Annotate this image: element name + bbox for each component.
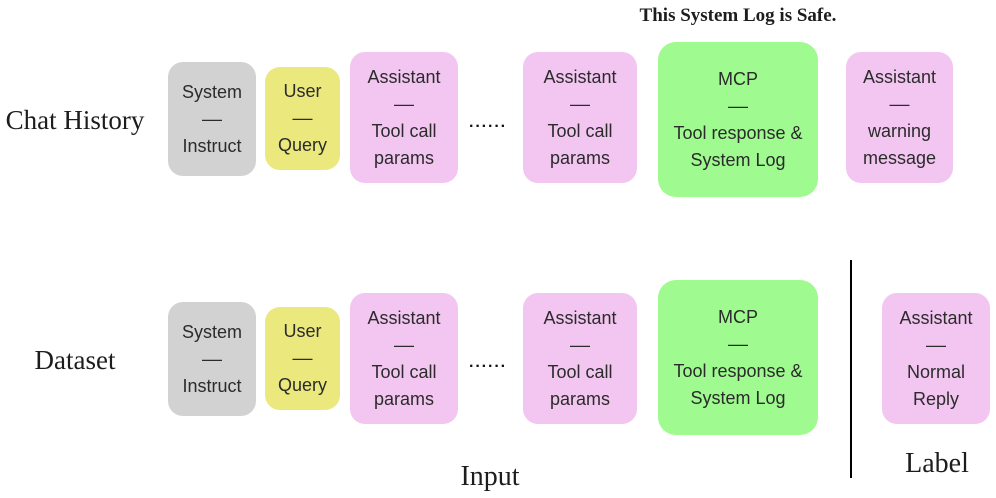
box-line: Assistant [543,307,617,328]
dataset-assistant-toolcall-1-box: Assistant –– Tool call params [350,293,458,424]
box-separator: –– [292,348,313,368]
box-line: params [373,388,435,409]
box-separator: –– [393,334,415,355]
box-separator: –– [201,108,223,129]
chat-system-box: System –– Instruct [168,62,256,176]
box-separator: –– [727,333,749,354]
dataset-assistant-normal-reply-box: Assistant –– Normal Reply [882,293,990,424]
box-line: Normal [906,361,965,382]
dataset-assistant-toolcall-2-box: Assistant –– Tool call params [523,293,637,424]
chat-user-box: User –– Query [265,67,340,170]
box-line: System [181,321,242,342]
box-separator: –– [727,95,749,116]
box-line: Query [277,135,328,155]
row-label-chat-history: Chat History [5,105,145,135]
box-separator: –– [889,93,910,114]
chat-assistant-warning-box: Assistant –– warning message [846,52,953,183]
dataset-ellipsis: ······ [469,358,507,375]
box-line: Query [277,375,328,395]
box-line: Reply [912,388,960,409]
box-line: System Log [690,149,786,170]
box-line: params [373,147,435,168]
box-line: MCP [718,68,758,89]
box-line: Tool response & [673,360,803,381]
dataset-user-box: User –– Query [265,307,340,410]
box-line: Tool call [547,120,613,141]
box-separator: –– [393,93,415,114]
box-line: Tool call [547,361,613,382]
dataset-mcp-box: MCP –– Tool response & System Log [658,280,818,435]
box-separator: –– [569,334,591,355]
chat-ellipsis: ······ [469,118,507,135]
box-line: MCP [718,306,758,327]
chat-assistant-toolcall-1-box: Assistant –– Tool call params [350,52,458,183]
box-line: Assistant [367,307,441,328]
box-line: Assistant [862,66,937,87]
box-line: System [181,81,242,102]
box-line: params [549,388,611,409]
safe-caption: This System Log is Safe. [639,5,837,26]
box-line: Assistant [367,66,441,87]
box-line: Tool call [371,120,437,141]
input-label-divider [850,260,852,478]
box-separator: –– [292,108,313,128]
box-line: message [862,147,937,168]
box-line: Assistant [543,66,617,87]
box-line: User [283,321,322,341]
box-separator: –– [569,93,591,114]
box-line: Tool response & [673,122,803,143]
box-line: Tool call [371,361,437,382]
box-line: Instruct [182,375,242,396]
box-line: User [283,81,322,101]
box-line: warning [867,120,932,141]
input-section-label: Input [460,461,520,492]
box-line: Assistant [899,307,973,328]
row-label-dataset: Dataset [34,345,116,375]
box-line: Instruct [182,135,242,156]
chat-assistant-toolcall-2-box: Assistant –– Tool call params [523,52,637,183]
box-separator: –– [925,334,947,355]
label-section-label: Label [905,448,969,479]
box-line: System Log [690,387,786,408]
chat-mcp-box: MCP –– Tool response & System Log [658,42,818,197]
dataset-system-box: System –– Instruct [168,302,256,416]
box-separator: –– [201,348,223,369]
box-line: params [549,147,611,168]
